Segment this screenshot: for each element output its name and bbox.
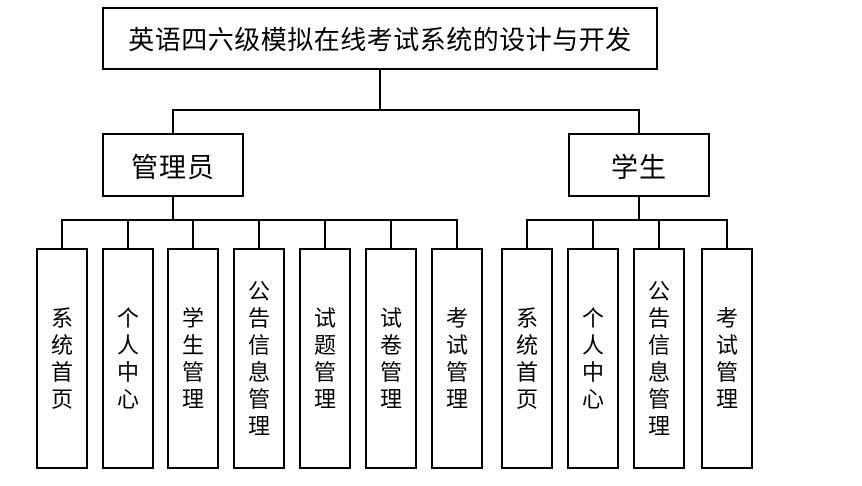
connector-line [658, 219, 660, 248]
leaf-node-label: 学生管理 [182, 305, 205, 412]
leaf-node-label: 考试管理 [446, 305, 469, 412]
connector-line [192, 219, 194, 248]
leaf-node-admin-home: 系统首页 [36, 248, 88, 469]
leaf-node-label: 试题管理 [314, 305, 337, 412]
connector-line [526, 219, 728, 221]
connector-line [127, 219, 129, 248]
connector-line [638, 196, 640, 220]
connector-line [726, 219, 728, 248]
leaf-node-label: 系统首页 [516, 305, 539, 412]
branch-node-label: 管理员 [131, 152, 215, 183]
leaf-node-label: 公告信息管理 [648, 278, 671, 439]
connector-line [172, 109, 174, 134]
leaf-node-student-home: 系统首页 [501, 248, 553, 469]
leaf-node-label: 公告信息管理 [248, 278, 271, 439]
connector-line [258, 219, 260, 248]
leaf-node-admin-announcements: 公告信息管理 [233, 248, 285, 469]
leaf-node-admin-students: 学生管理 [167, 248, 219, 469]
root-node: 英语四六级模拟在线考试系统的设计与开发 [102, 7, 658, 70]
branch-node-label: 学生 [611, 152, 667, 183]
connector-line [456, 219, 458, 248]
connector-line [526, 219, 528, 248]
connector-line [172, 196, 174, 220]
leaf-node-student-announcements: 公告信息管理 [633, 248, 685, 469]
connector-line [324, 219, 326, 248]
connector-line [390, 219, 392, 248]
connector-line [379, 70, 381, 110]
leaf-node-label: 考试管理 [716, 305, 739, 412]
leaf-node-admin-profile: 个人中心 [102, 248, 154, 469]
leaf-node-admin-papers: 试卷管理 [365, 248, 417, 469]
leaf-node-label: 试卷管理 [380, 305, 403, 412]
branch-node-student: 学生 [568, 133, 710, 197]
connector-line [61, 219, 63, 248]
leaf-node-label: 系统首页 [51, 305, 74, 412]
leaf-node-label: 个人中心 [117, 305, 140, 412]
connector-line [172, 109, 640, 111]
branch-node-admin: 管理员 [102, 133, 244, 197]
connector-line [592, 219, 594, 248]
leaf-node-admin-exams: 考试管理 [431, 248, 483, 469]
leaf-node-student-exams: 考试管理 [701, 248, 753, 469]
root-node-label: 英语四六级模拟在线考试系统的设计与开发 [128, 26, 632, 55]
connector-line [638, 109, 640, 134]
leaf-node-label: 个人中心 [582, 305, 605, 412]
leaf-node-student-profile: 个人中心 [567, 248, 619, 469]
leaf-node-admin-questions: 试题管理 [299, 248, 351, 469]
